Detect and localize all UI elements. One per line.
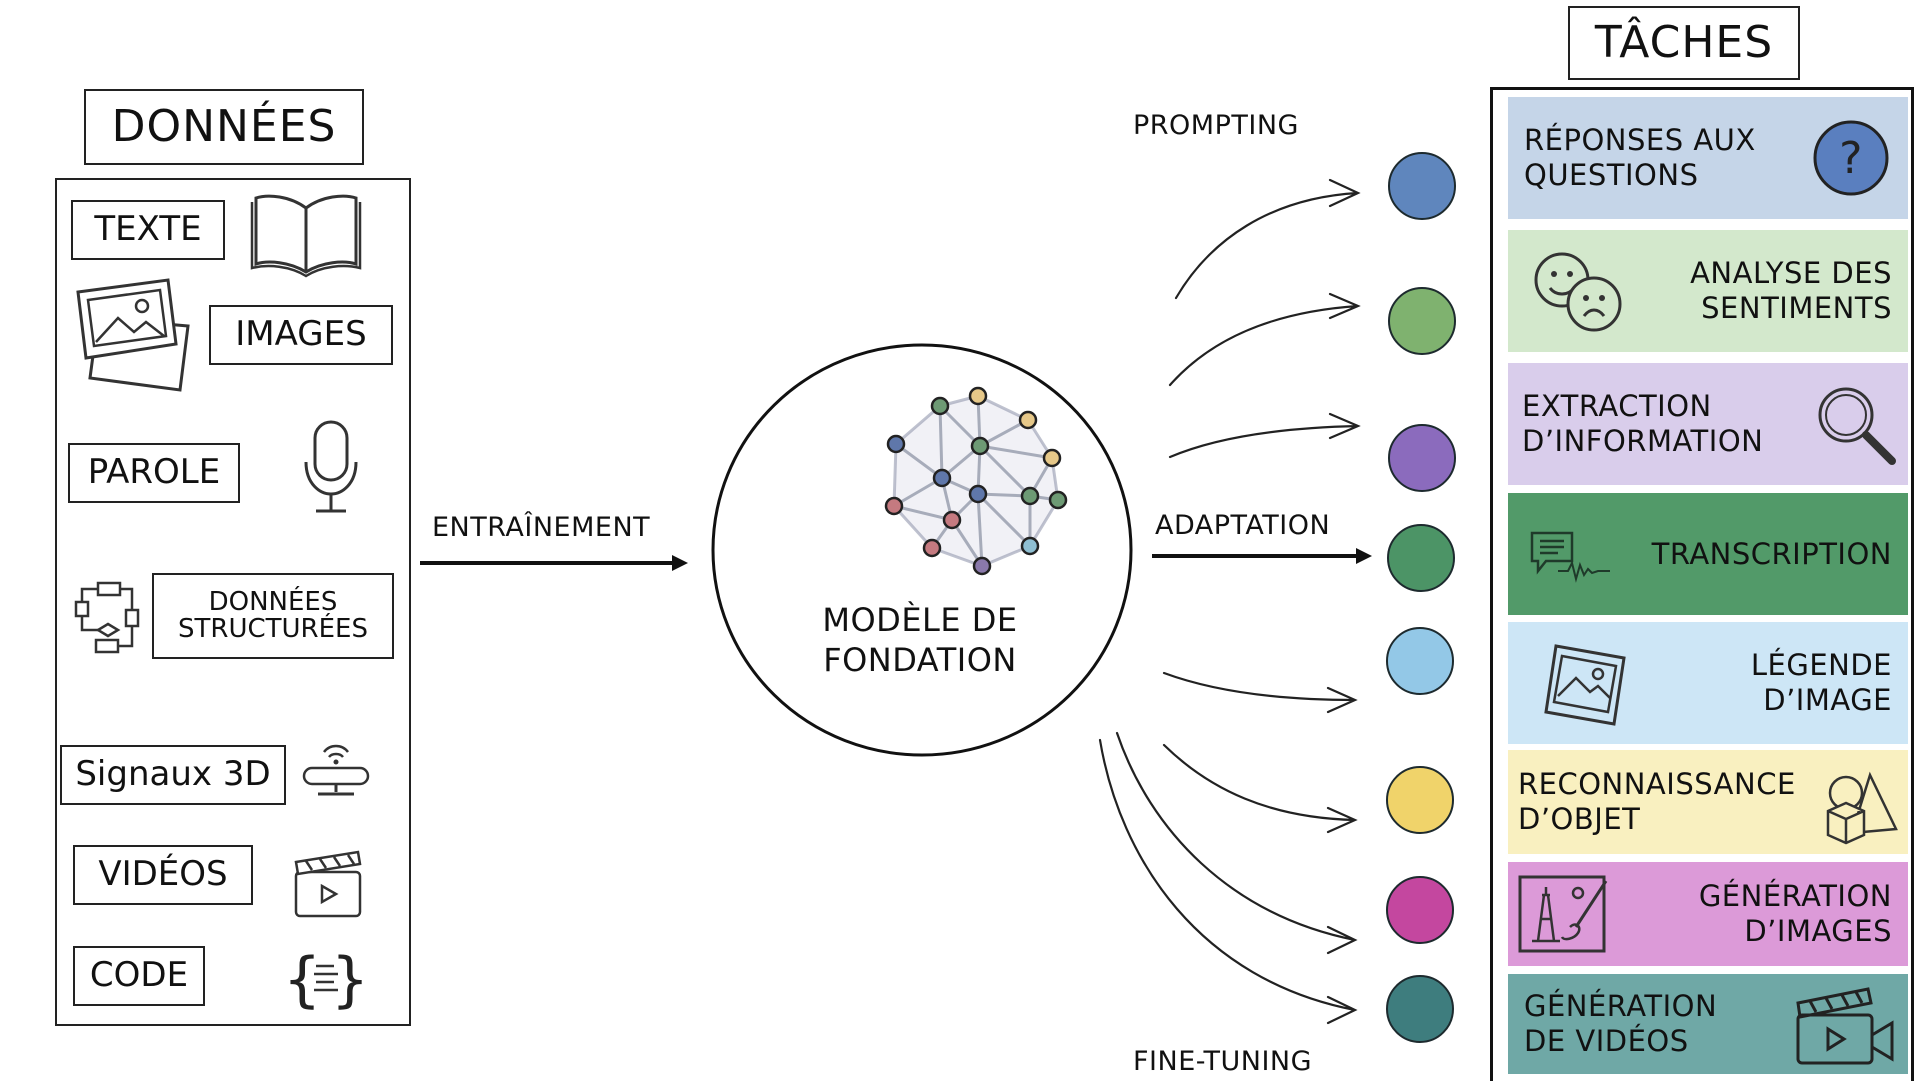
- task-panel-title: TÂCHES: [1568, 6, 1800, 80]
- task-panel: [1490, 87, 1914, 1081]
- arrow-to-video-gen: [1098, 738, 1358, 1025]
- task-label-line2: D’OBJET: [1518, 802, 1641, 836]
- clapperboard-icon: [294, 850, 362, 918]
- code-braces-icon: { }: [284, 945, 368, 1015]
- sensor-icon: [302, 744, 370, 796]
- task-label: TRANSCRIPTION: [1618, 537, 1892, 572]
- fine-tuning-label: FINE-TUNING: [1133, 1046, 1313, 1077]
- task-label-line2: QUESTIONS: [1524, 158, 1699, 192]
- adaptation-arrowhead: [1356, 548, 1372, 564]
- svg-text:}: }: [332, 945, 368, 1015]
- task-dot-object: [1386, 766, 1454, 834]
- task-label-line2: D’IMAGE: [1763, 683, 1892, 717]
- task-label-line2: DE VIDÉOS: [1524, 1024, 1689, 1058]
- data-item-label-line1: DONNÉES: [208, 586, 338, 617]
- data-item-label: VIDÉOS: [98, 854, 228, 895]
- photo-icon: [1544, 644, 1626, 726]
- task-dot-caption: [1386, 627, 1454, 695]
- task-panel-title-text: TÂCHES: [1594, 16, 1774, 68]
- task-label-line1: RÉPONSES AUX: [1524, 123, 1756, 158]
- training-label: ENTRAÎNEMENT: [432, 512, 651, 543]
- data-panel-title-text: DONNÉES: [111, 100, 337, 152]
- photo-stack-icon: [76, 278, 190, 392]
- svg-text:?: ?: [1839, 133, 1863, 184]
- data-item-code: CODE: [73, 946, 205, 1006]
- training-arrow: [420, 555, 688, 571]
- smiley-icon: [1534, 252, 1622, 332]
- data-item-label: Signaux 3D: [75, 754, 271, 795]
- data-item-structured: DONNÉES STRUCTURÉES: [152, 573, 394, 659]
- arrow-to-image-gen: [1115, 731, 1358, 955]
- data-item-label: PAROLE: [87, 452, 221, 493]
- task-label-line2: SENTIMENTS: [1701, 291, 1892, 325]
- painting-icon: [1518, 875, 1608, 953]
- task-dot-video-gen: [1386, 975, 1454, 1043]
- task-dot-transcription: [1387, 524, 1455, 592]
- microphone-icon: [304, 420, 358, 513]
- data-item-videos: VIDÉOS: [73, 845, 253, 905]
- task-label-line1: GÉNÉRATION: [1524, 989, 1718, 1024]
- arrow-to-caption: [1162, 671, 1358, 714]
- task-dot-sentiment: [1388, 287, 1456, 355]
- adaptation-label: ADAPTATION: [1155, 510, 1331, 541]
- task-label-line2: D’INFORMATION: [1522, 424, 1764, 458]
- flowchart-icon: [74, 581, 140, 654]
- task-dot-qa: [1388, 152, 1456, 220]
- arrow-to-sentiment: [1168, 292, 1361, 387]
- data-panel-title: DONNÉES: [84, 89, 364, 165]
- model-label-line1: MODÈLE DE: [822, 601, 1018, 639]
- arrow-to-extraction: [1168, 412, 1361, 459]
- task-dot-image-gen: [1386, 876, 1454, 944]
- neural-network-icon: [884, 386, 1068, 576]
- arrow-to-qa: [1174, 178, 1361, 300]
- speech-wave-icon: [1530, 531, 1610, 583]
- task-label-line1: EXTRACTION: [1522, 389, 1712, 424]
- data-panel: [55, 178, 411, 1026]
- svg-text:{: {: [284, 945, 320, 1015]
- data-item-label: TEXTE: [94, 209, 202, 250]
- data-item-label-line2: STRUCTURÉES: [178, 614, 368, 644]
- clapperboard-icon: [1796, 987, 1894, 1065]
- magnifier-icon: [1818, 387, 1896, 465]
- open-book-icon: [250, 194, 362, 278]
- task-dot-extraction: [1388, 424, 1456, 492]
- task-label-line1: GÉNÉRATION: [1698, 879, 1892, 914]
- task-label-line1: LÉGENDE: [1750, 648, 1892, 683]
- task-transcription: TRANSCRIPTION: [1508, 493, 1908, 615]
- shapes-icon: [1826, 771, 1898, 845]
- question-icon: ?: [1813, 120, 1889, 196]
- data-item-3d-signals: Signaux 3D: [60, 745, 286, 805]
- task-label-line1: RECONNAISSANCE: [1518, 767, 1796, 802]
- arrow-to-object: [1162, 743, 1358, 834]
- data-item-speech: PAROLE: [68, 443, 240, 503]
- data-item-label: CODE: [89, 955, 189, 996]
- data-item-label: IMAGES: [235, 314, 367, 355]
- task-label-line1: TRANSCRIPTION: [1651, 536, 1892, 571]
- prompting-label: PROMPTING: [1133, 110, 1299, 141]
- task-label-line1: ANALYSE DES: [1690, 256, 1892, 291]
- model-label-line2: FONDATION: [823, 641, 1017, 679]
- task-label-line2: D’IMAGES: [1744, 914, 1892, 948]
- foundation-model-label: MODÈLE DE FONDATION: [760, 600, 1080, 680]
- data-item-text: TEXTE: [71, 200, 225, 260]
- data-item-images: IMAGES: [209, 305, 393, 365]
